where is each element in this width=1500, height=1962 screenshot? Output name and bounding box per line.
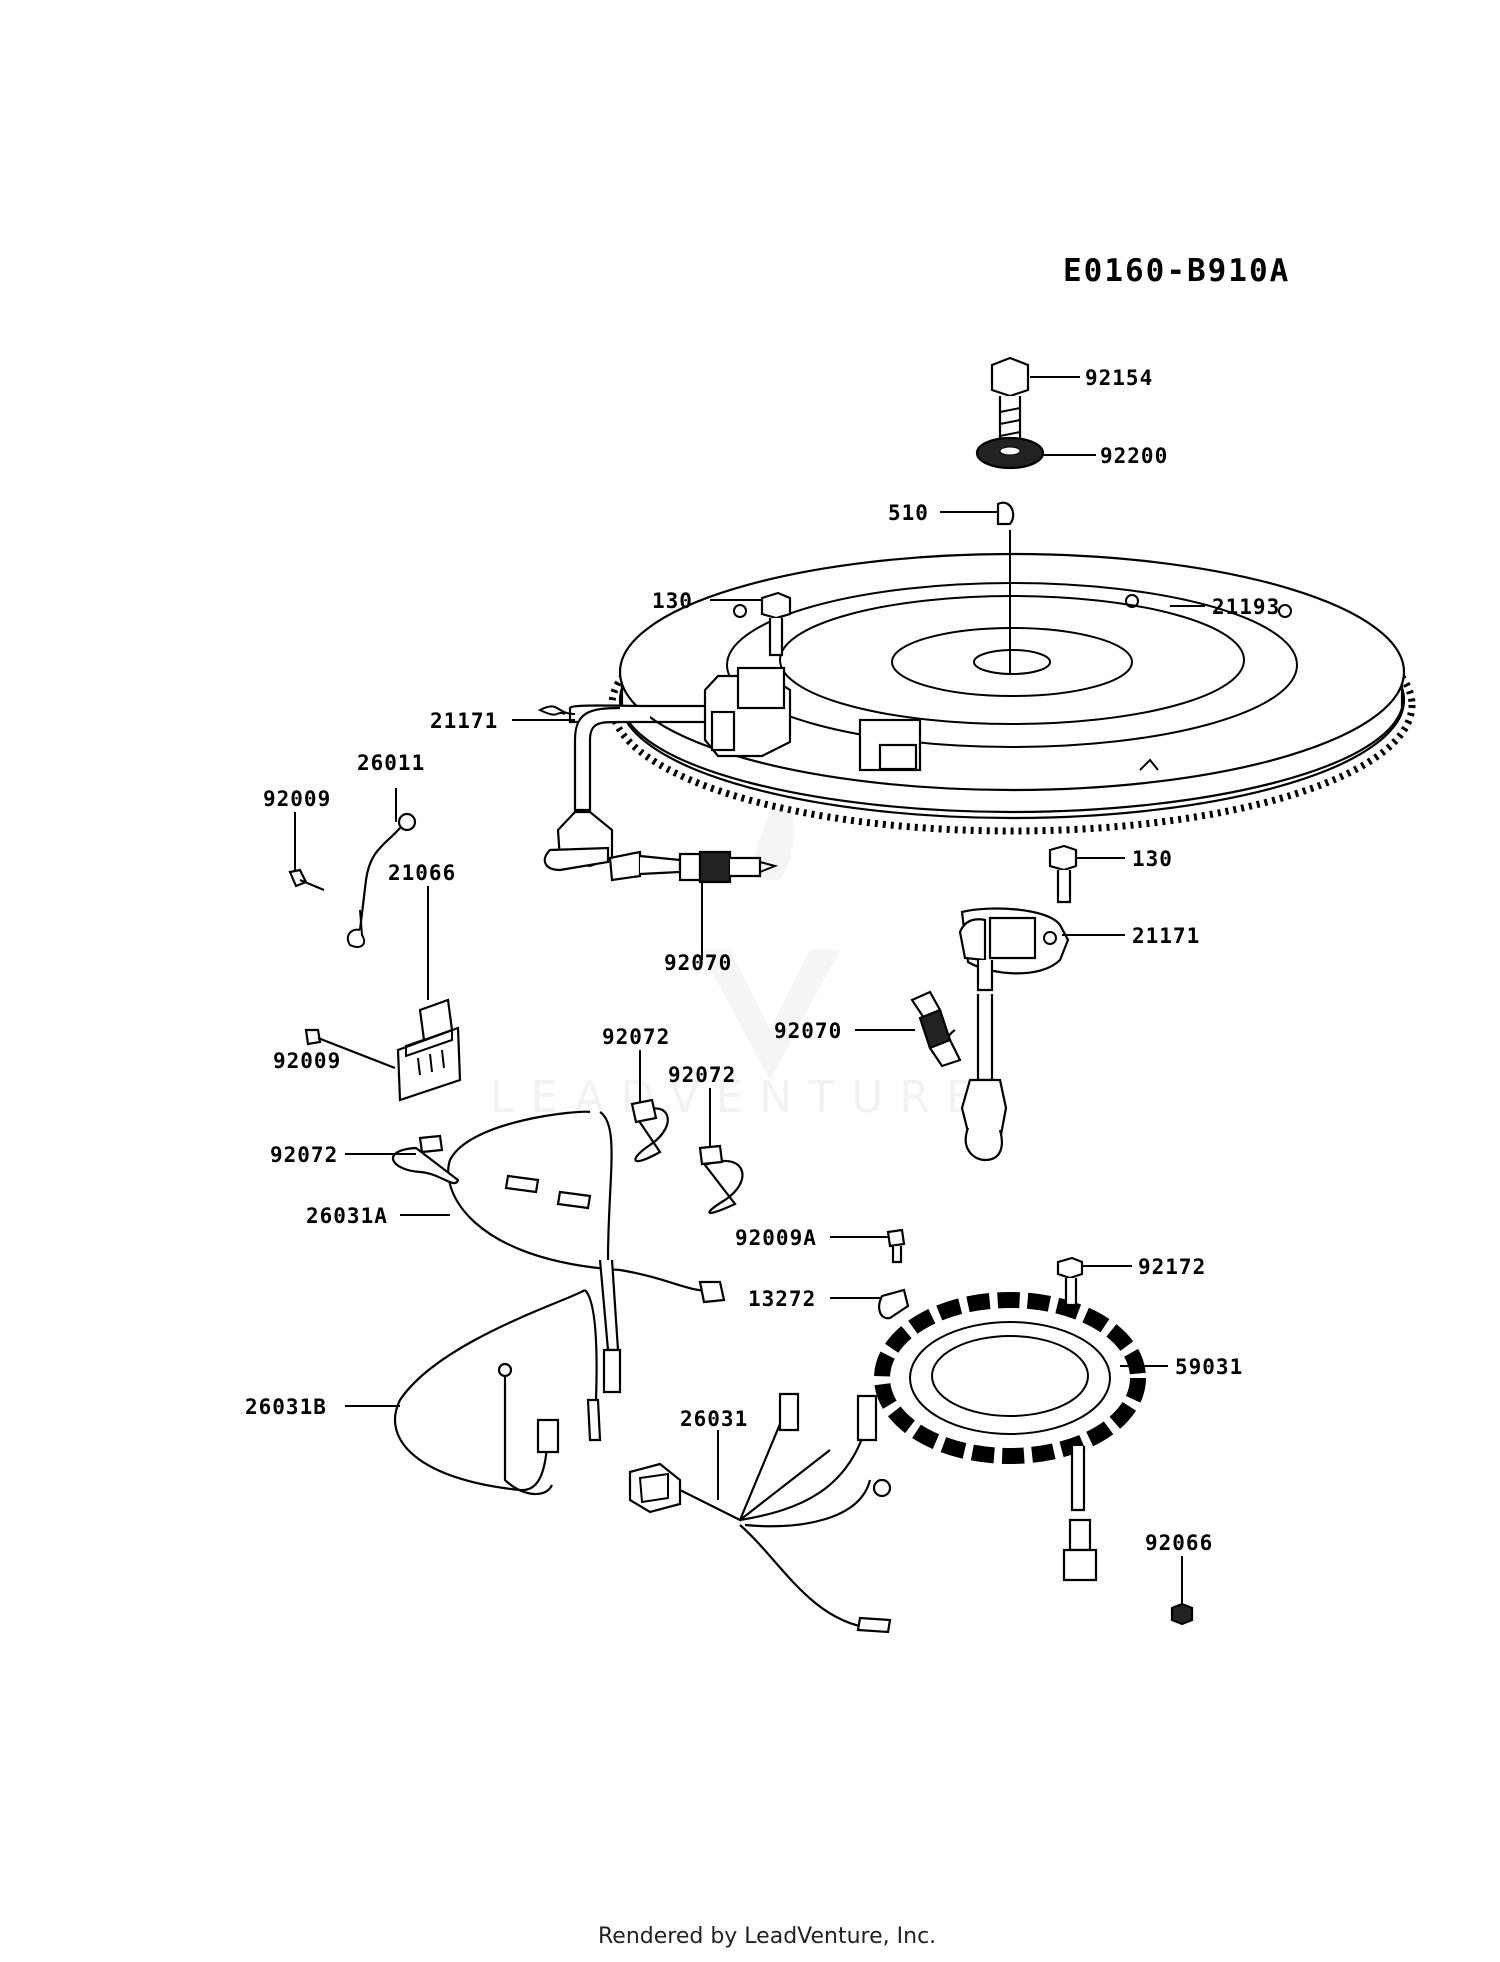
clamp-92072-middle[interactable] [630, 1098, 669, 1163]
callout-92009-upper[interactable]: 92009 [263, 787, 331, 811]
callout-labels: 92154 92200 510 21193 130 21171 26011 92… [245, 366, 1280, 1555]
bolt-130-upper[interactable] [760, 591, 792, 657]
callout-21193[interactable]: 21193 [1212, 595, 1280, 619]
key-510[interactable] [996, 501, 1015, 526]
callout-92072-right[interactable]: 92072 [668, 1063, 736, 1087]
callout-510[interactable]: 510 [888, 501, 929, 525]
callout-21171-lower[interactable]: 21171 [1132, 924, 1200, 948]
flywheel-21193[interactable] [608, 552, 1416, 835]
spark-plug-92070-upper[interactable] [608, 850, 779, 884]
callout-130-lower[interactable]: 130 [1132, 847, 1173, 871]
spark-plug-92070-lower[interactable] [910, 990, 962, 1068]
screw-92009A[interactable] [886, 1228, 906, 1264]
callout-92072-left[interactable]: 92072 [270, 1143, 338, 1167]
bolt-130-lower[interactable] [1048, 844, 1078, 904]
callout-92200[interactable]: 92200 [1100, 444, 1168, 468]
callout-92009A[interactable]: 92009A [735, 1226, 817, 1250]
callout-92072-top[interactable]: 92072 [602, 1025, 670, 1049]
watermark-text: LEADVENTURE [490, 1072, 990, 1123]
ignition-coil-lower-21171[interactable] [958, 907, 1070, 992]
ht-lead-lower [944, 994, 1008, 1162]
callout-92172[interactable]: 92172 [1138, 1255, 1206, 1279]
bolt-92172[interactable] [1056, 1256, 1084, 1307]
harness-26031[interactable] [628, 1392, 892, 1634]
ht-lead-upper [543, 706, 621, 872]
callout-26031[interactable]: 26031 [680, 1407, 748, 1431]
screw-92009-upper[interactable] [288, 868, 325, 892]
clamp-92072-left[interactable] [392, 1134, 460, 1185]
harness-26031A[interactable] [447, 1110, 726, 1394]
plate-13272[interactable] [878, 1288, 910, 1320]
footer-credit: Rendered by LeadVenture, Inc. [598, 1924, 936, 1949]
callout-59031[interactable]: 59031 [1175, 1355, 1243, 1379]
washer-92200[interactable] [975, 436, 1045, 470]
ignition-coil-upper-21171[interactable] [537, 666, 792, 758]
callout-92070-lower[interactable]: 92070 [774, 1019, 842, 1043]
callout-92066[interactable]: 92066 [1145, 1531, 1213, 1555]
lead-wire-26011[interactable] [346, 812, 417, 948]
callout-21171-upper[interactable]: 21171 [430, 709, 498, 733]
callout-26011[interactable]: 26011 [357, 751, 425, 775]
nut-92066[interactable] [1170, 1602, 1194, 1626]
leader-lines [294, 376, 1205, 1604]
callout-92009-lower[interactable]: 92009 [273, 1049, 341, 1073]
callout-92154[interactable]: 92154 [1085, 366, 1153, 390]
callout-26031A[interactable]: 26031A [306, 1204, 388, 1228]
callout-26031B[interactable]: 26031B [245, 1395, 327, 1419]
regulator-21066[interactable] [396, 998, 462, 1102]
callout-92070-upper[interactable]: 92070 [664, 951, 732, 975]
harness-26031B[interactable] [394, 1289, 602, 1496]
callout-130-upper[interactable]: 130 [652, 589, 693, 613]
diagram-code: E0160-B910A [1063, 253, 1290, 289]
screw-92009-lower[interactable] [304, 1028, 396, 1070]
callout-13272[interactable]: 13272 [748, 1287, 816, 1311]
stator-59031[interactable] [874, 1292, 1146, 1582]
callout-21066[interactable]: 21066 [388, 861, 456, 885]
clamp-92072-right[interactable] [698, 1144, 744, 1214]
